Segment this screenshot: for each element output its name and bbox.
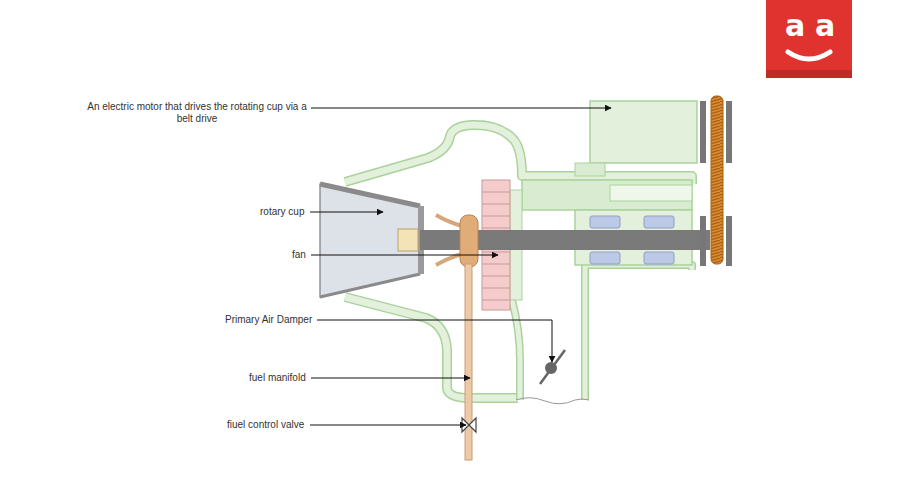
burner-housing (585, 265, 692, 400)
leader-line (311, 108, 611, 109)
fan-blades (482, 300, 510, 301)
callout-label: fuel manifold (249, 372, 306, 384)
leader-line (310, 212, 383, 213)
fuel-manifold-pipe (465, 264, 472, 460)
fan-blades (482, 228, 510, 229)
leader-line (311, 255, 498, 256)
belt-drive (700, 96, 732, 266)
belt-drive (711, 96, 723, 264)
leader-line (311, 378, 470, 379)
bearing-housing (522, 180, 692, 210)
belt-drive (726, 101, 732, 163)
callout-label: rotary cup (260, 206, 304, 218)
burner-housing (345, 297, 518, 398)
bearing-block (644, 216, 674, 228)
bearing-block (590, 216, 620, 228)
callout-label: An electric motor that drives the rotati… (86, 101, 308, 125)
fan-blades (482, 204, 510, 205)
callout-label: fiuel control valve (227, 419, 304, 431)
fuel-nozzle (398, 229, 418, 251)
electric-motor (575, 163, 605, 176)
burner-housing (512, 300, 520, 400)
fuel-nozzle (398, 215, 478, 267)
bearing-housing (522, 180, 692, 265)
logo-badge (766, 0, 852, 78)
fan-blades (482, 252, 510, 253)
rotary-cup (320, 184, 424, 297)
fan-blades (482, 288, 510, 289)
burner-housing (585, 265, 692, 400)
fuel-nozzle (460, 215, 478, 267)
burner-housing (512, 300, 520, 400)
fuel-nozzle (436, 215, 462, 265)
burner-housing (516, 398, 589, 404)
logo-letter: a (815, 11, 835, 41)
logo-badge (766, 70, 852, 78)
callout-label: Primary Air Damper (225, 314, 312, 326)
leader-line (310, 425, 466, 426)
callout-label: fan (292, 249, 306, 261)
bearing-block (590, 252, 620, 264)
logo-badge (766, 0, 852, 78)
rotary-cup (320, 274, 420, 297)
rotary-cup (320, 184, 420, 297)
electric-motor (575, 101, 697, 176)
electric-motor (590, 101, 697, 163)
rotary-cup (320, 184, 420, 206)
fan-blades (482, 192, 510, 193)
belt-drive (700, 216, 706, 266)
bearing-block (644, 252, 674, 264)
fuel-manifold-pipe (465, 264, 472, 460)
logo-badge (788, 52, 830, 59)
fan-blades (482, 276, 510, 277)
burner-housing (345, 297, 518, 398)
logo-letter: a (785, 11, 805, 41)
leader-line (317, 320, 552, 362)
fan-blades (482, 264, 510, 265)
belt-drive (726, 216, 732, 266)
fan-blades (482, 216, 510, 217)
bearing-housing (610, 185, 692, 201)
belt-drive (700, 101, 706, 163)
leader-line (310, 108, 611, 425)
